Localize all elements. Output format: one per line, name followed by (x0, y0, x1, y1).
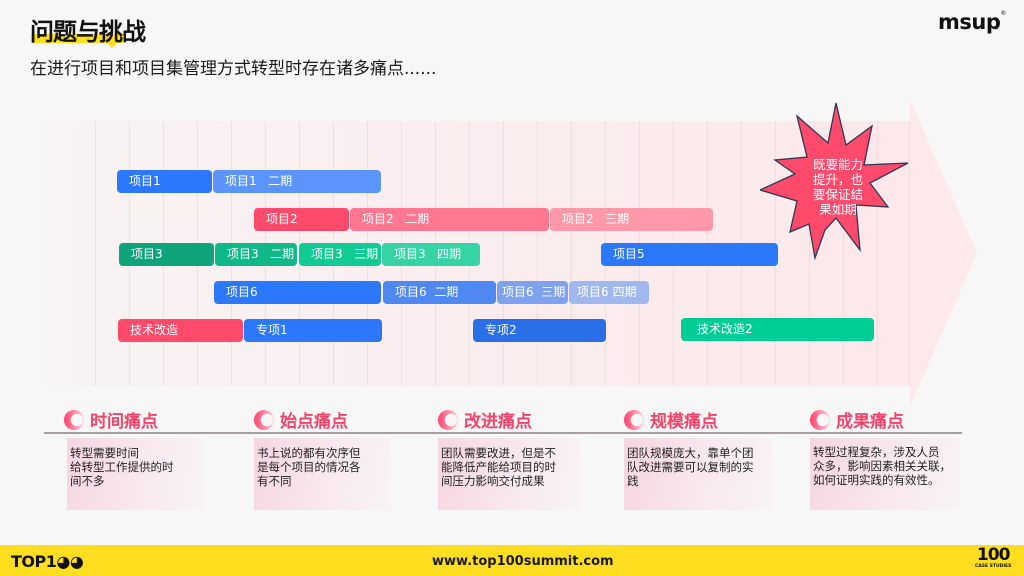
gantt-bar-project6-phase3: 项目6 三期 (497, 281, 568, 304)
grid-line (843, 121, 844, 386)
grid-line (877, 121, 878, 386)
gantt-bar-project5: 项目5 (601, 243, 778, 266)
grid-line (537, 121, 538, 386)
timeline-arrow (910, 100, 977, 406)
gantt-bar-project6-phase4: 项目6 四期 (569, 281, 649, 304)
grid-line (809, 121, 810, 386)
pain-point-card-scale: 团队规模庞大，靠单个团队改进需要可以复制的实践 (624, 438, 772, 510)
gantt-bar-tech-upgrade2: 技术改造2 (681, 318, 874, 341)
pain-point-card-time: 转型需要时间给转型工作提供的时间不多 (67, 438, 203, 510)
msup-logo: msup® (938, 10, 1006, 34)
gantt-bar-special2: 专项2 (473, 319, 606, 342)
pain-point-title-scale: 规模痛点 (624, 407, 718, 432)
grid-line (571, 121, 572, 386)
gantt-bar-project1: 项目1 (117, 170, 212, 193)
page-subtitle: 在进行项目和项目集管理方式转型时存在诸多痛点...... (30, 59, 437, 79)
grid-line (503, 121, 504, 386)
burst-text: 既要能力 提升，也 要保证结 果如期 (812, 157, 863, 217)
gantt-bar-tech-upgrade: 技术改造 (118, 319, 243, 342)
title-highlight (31, 34, 123, 48)
footer-bar (0, 545, 1024, 576)
gantt-bar-project2: 项目2 (254, 208, 349, 231)
ring-icon (64, 409, 84, 430)
pain-point-title-improve: 改进痛点 (438, 407, 532, 432)
gantt-bar-project3-phase3: 项目3 三期 (299, 243, 381, 266)
ring-icon (810, 409, 830, 430)
ring-icon (254, 409, 274, 430)
grid-line (909, 121, 910, 386)
pain-point-title-result: 成果痛点 (810, 407, 904, 432)
gantt-bar-project3-phase2: 项目3 二期 (215, 243, 297, 266)
gantt-bar-project6-phase2: 项目6 二期 (383, 281, 496, 304)
gantt-bar-project3-phase4: 项目3 四期 (382, 243, 480, 266)
pain-point-title-time: 时间痛点 (64, 407, 158, 432)
gantt-bar-project2-phase2: 项目2 二期 (350, 208, 549, 231)
ring-icon (624, 409, 644, 430)
pain-point-card-improve: 团队需要改进，但是不能降低产能给项目的时间压力影响交付成果 (438, 438, 580, 510)
grid-line (95, 121, 96, 386)
gantt-bar-project1-phase2: 项目1 二期 (213, 170, 381, 193)
footer-url[interactable]: www.top100summit.com (432, 554, 614, 569)
case-studies-logo: 100 CASE STUDIES (975, 545, 1012, 570)
gantt-bar-project3: 项目3 (119, 243, 214, 266)
gantt-bar-special1: 专项1 (244, 319, 382, 342)
pain-point-title-start: 始点痛点 (254, 407, 348, 432)
pain-points-divider (44, 432, 962, 434)
gantt-bar-project2-phase3: 项目2 三期 (550, 208, 713, 231)
starburst-callout (760, 102, 909, 261)
gantt-bar-project6: 项目6 (214, 281, 381, 304)
ring-icon (438, 409, 458, 430)
pain-point-card-start: 书上说的都有次序但是每个项目的情况各有不同 (254, 438, 390, 510)
top100-logo: TOP1◕◕ (11, 552, 84, 571)
page-title: 问题与挑战 (30, 18, 146, 46)
pain-point-card-result: 转型过程复杂，涉及人员众多，影响因素相关关联，如何证明实践的有效性。 (810, 438, 960, 510)
